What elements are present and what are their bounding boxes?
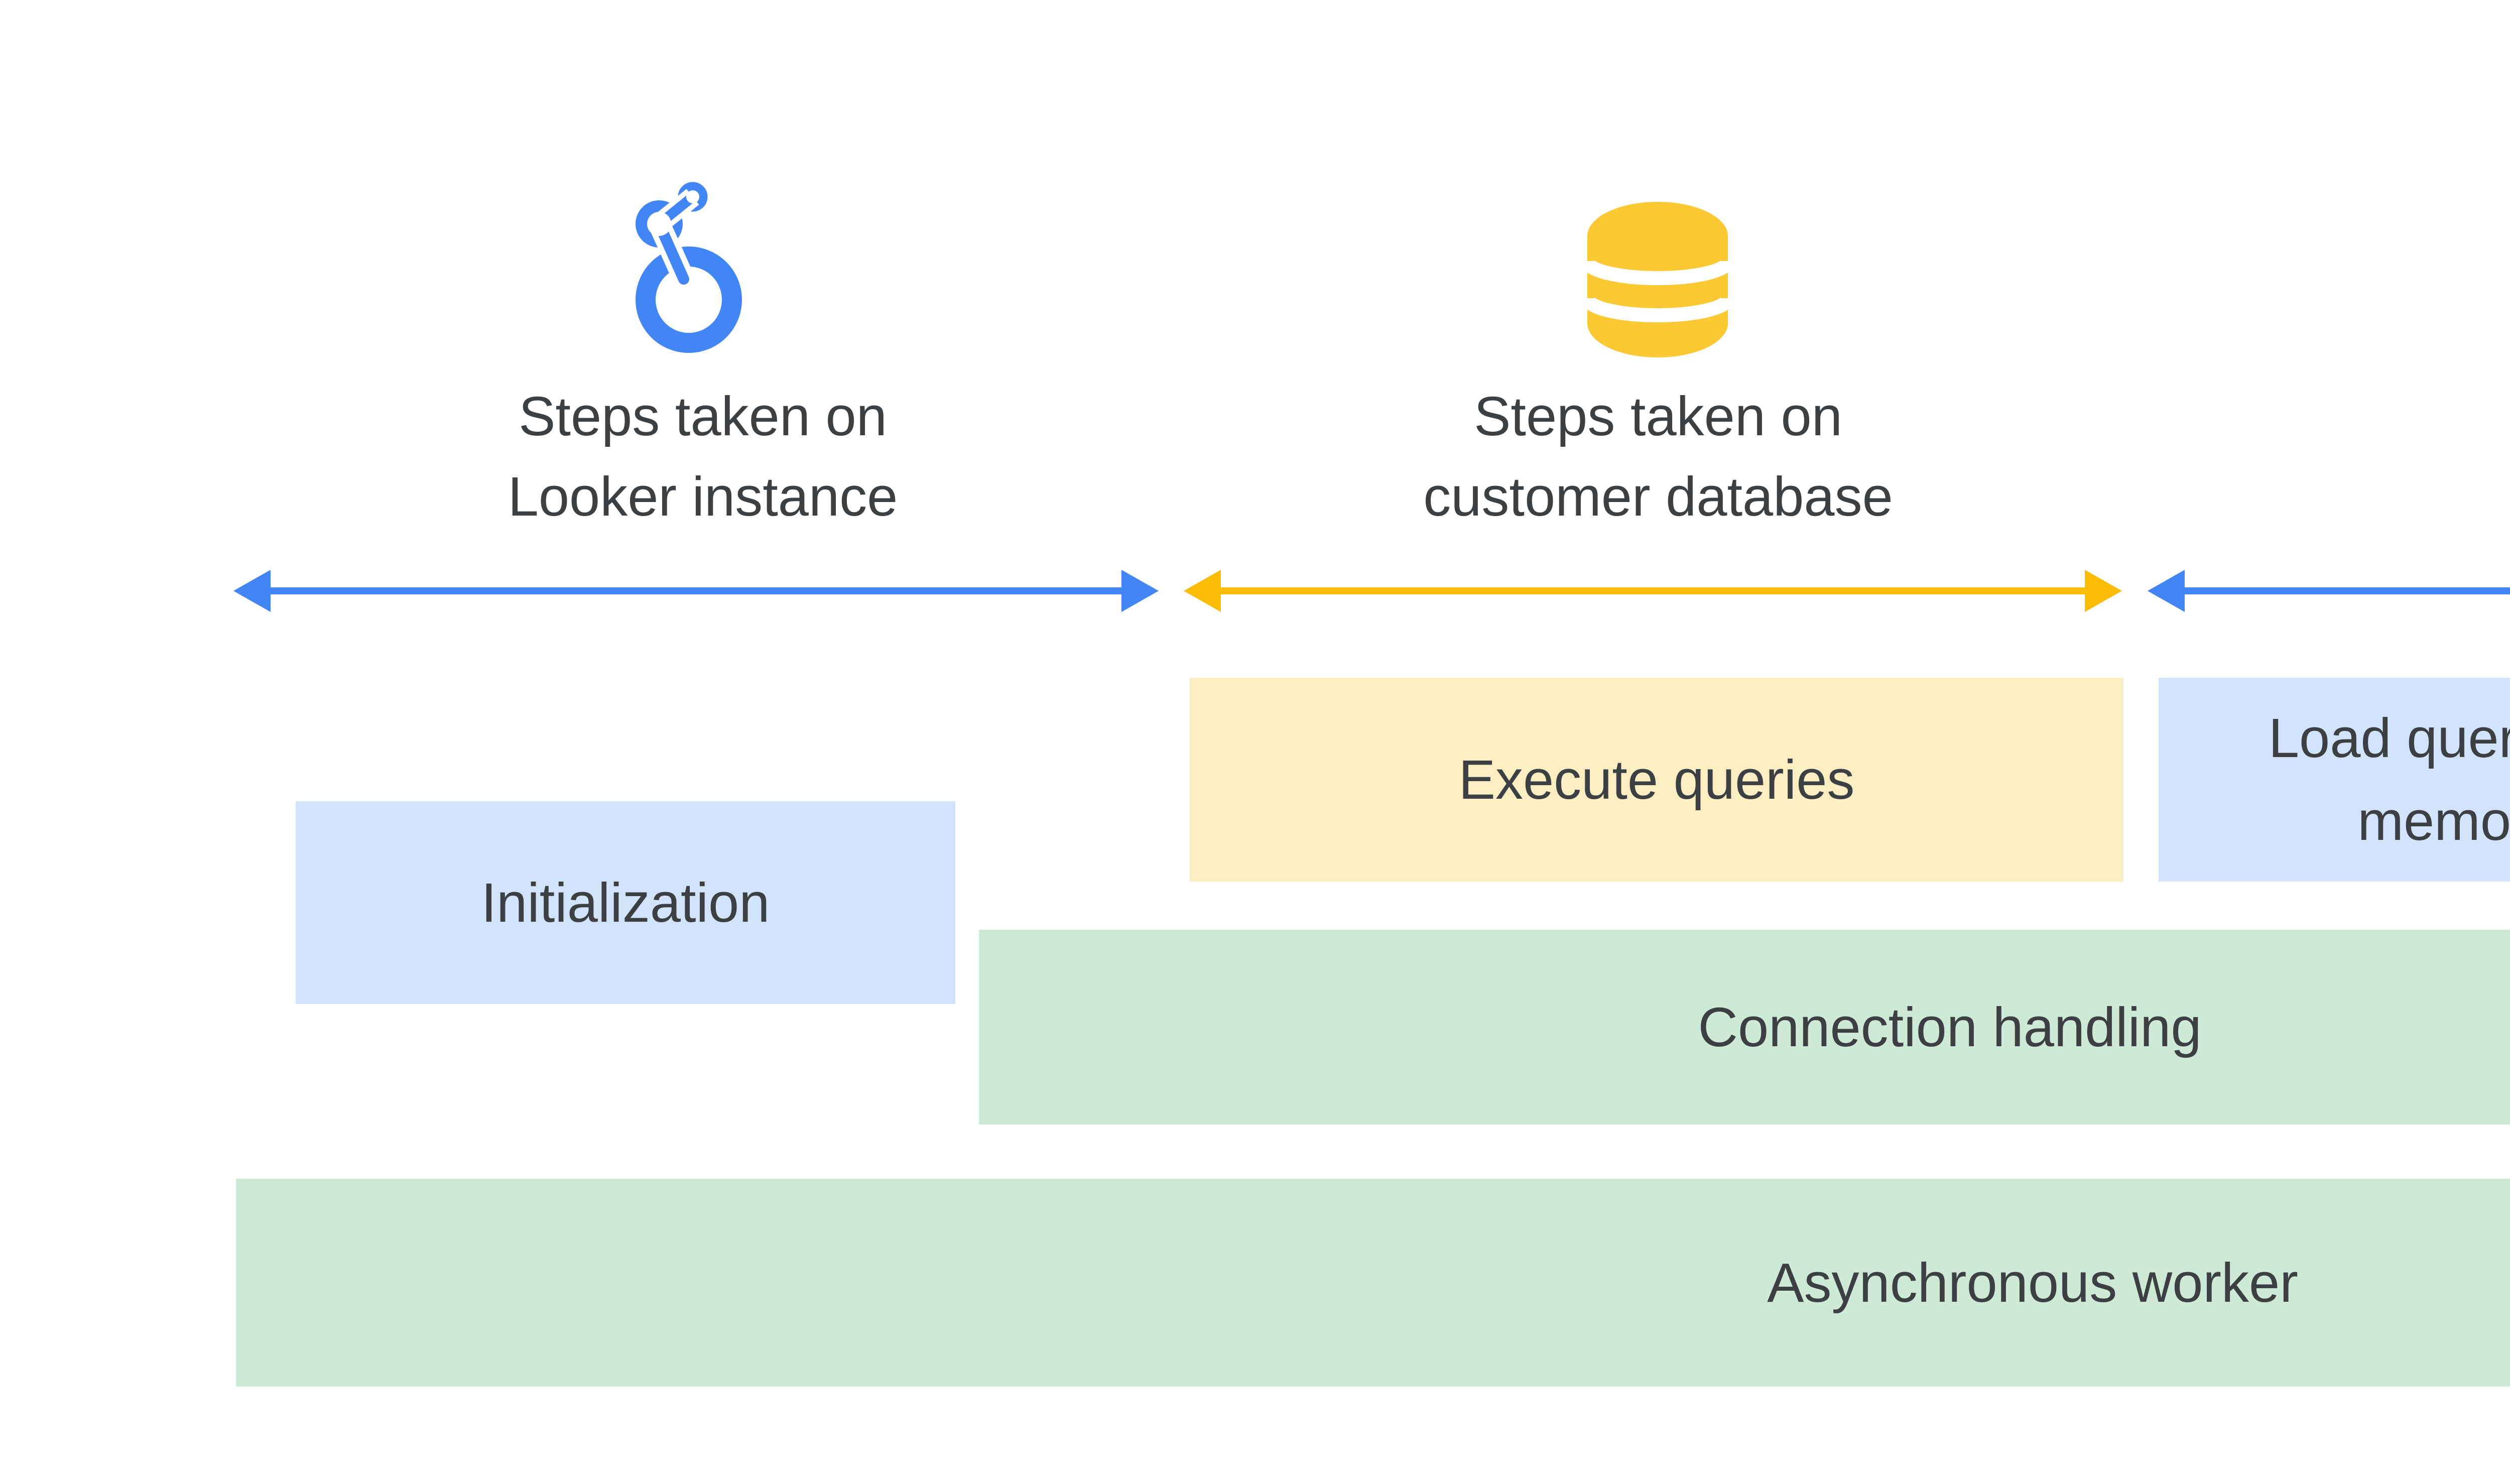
section-label-line: Steps taken on: [519, 386, 887, 447]
section-label-customer-database: Steps taken on customer database: [1156, 377, 2160, 537]
section-label-line: Steps taken on: [2487, 377, 2510, 457]
looker-logo-icon: [636, 182, 742, 353]
load-queries-line: Load queries in: [2268, 707, 2510, 769]
initialization-label: Initialization: [481, 872, 770, 934]
section-label-line: Looker instance: [508, 466, 898, 528]
connection-handling-box: Connection handling: [979, 930, 2510, 1125]
section-label-line: Looker instance: [2487, 457, 2510, 537]
section-label-looker-left: Steps taken on Looker instance: [201, 377, 1205, 537]
execute-queries-label: Execute queries: [1458, 749, 1855, 811]
load-queries-line: memory: [2357, 790, 2510, 852]
span-arrow-database: [1184, 570, 2122, 612]
load-queries-in-memory-box: Load queries in memory: [2159, 678, 2510, 882]
section-label-looker-right: Steps taken on Looker instance: [2487, 377, 2510, 537]
initialization-box: Initialization: [296, 801, 955, 1004]
database-icon: [1587, 202, 1728, 357]
section-label-line: Steps taken on: [1474, 386, 1842, 447]
execute-queries-box: Execute queries: [1190, 678, 2123, 882]
asynchronous-worker-box: Asynchronous worker: [236, 1179, 2510, 1387]
span-arrow-looker-left: [233, 570, 1159, 612]
span-arrow-looker-right: [2148, 570, 2510, 612]
connection-handling-label: Connection handling: [1698, 996, 2202, 1058]
section-label-line: customer database: [1423, 466, 1893, 528]
asynchronous-worker-label: Asynchronous worker: [1767, 1252, 2298, 1314]
